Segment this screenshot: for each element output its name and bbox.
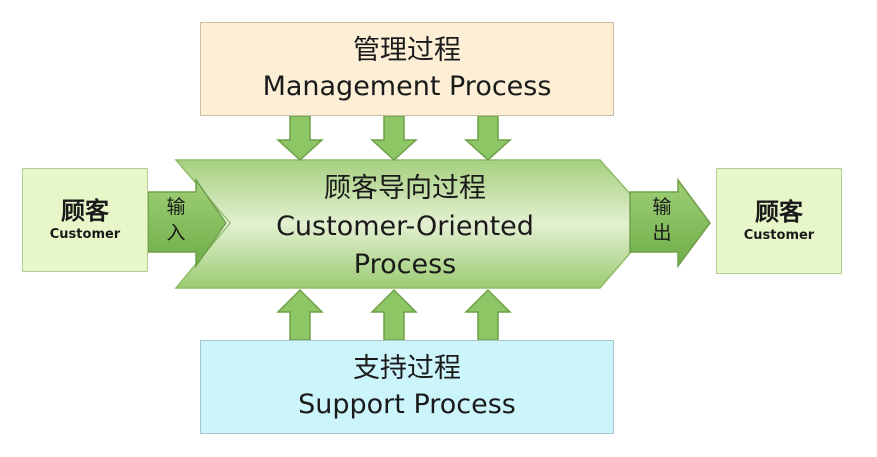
center-process-label: 顾客导向过程 Customer-Oriented Process [230, 168, 580, 286]
customer-left-label-en: Customer [49, 227, 121, 242]
management-down-arrow-3 [464, 115, 512, 162]
center-title-en-line1: Customer-Oriented [276, 211, 534, 242]
output-char-2: 出 [652, 222, 672, 244]
customer-left-label-zh: 顾客 [61, 197, 109, 225]
customer-right-label-zh: 顾客 [755, 198, 803, 226]
support-title-zh: 支持过程 [353, 353, 461, 384]
center-process-chevron [174, 159, 657, 289]
customer-right-box: 顾客 Customer [716, 168, 842, 274]
input-label: 输 入 [162, 194, 190, 246]
management-process-box: 管理过程 Management Process [200, 22, 614, 116]
output-char-1: 输 [652, 196, 672, 218]
support-title-en: Support Process [298, 389, 516, 420]
customer-left-box: 顾客 Customer [22, 168, 148, 272]
support-up-arrow-2 [370, 288, 418, 341]
output-arrow [629, 177, 711, 269]
input-char-2: 入 [166, 222, 186, 244]
support-up-arrow-1 [276, 288, 324, 341]
center-title-zh: 顾客导向过程 [324, 173, 486, 204]
management-title-zh: 管理过程 [353, 35, 461, 66]
customer-right-label-en: Customer [743, 228, 815, 243]
support-up-arrow-3 [464, 288, 512, 341]
center-title-en-line2: Process [353, 249, 457, 280]
management-down-arrow-2 [370, 115, 418, 162]
output-label: 输 出 [648, 194, 676, 246]
support-process-box: 支持过程 Support Process [200, 340, 614, 434]
input-char-1: 输 [166, 196, 186, 218]
management-down-arrow-1 [276, 115, 324, 162]
input-arrow [147, 177, 227, 269]
management-title-en: Management Process [262, 71, 552, 102]
